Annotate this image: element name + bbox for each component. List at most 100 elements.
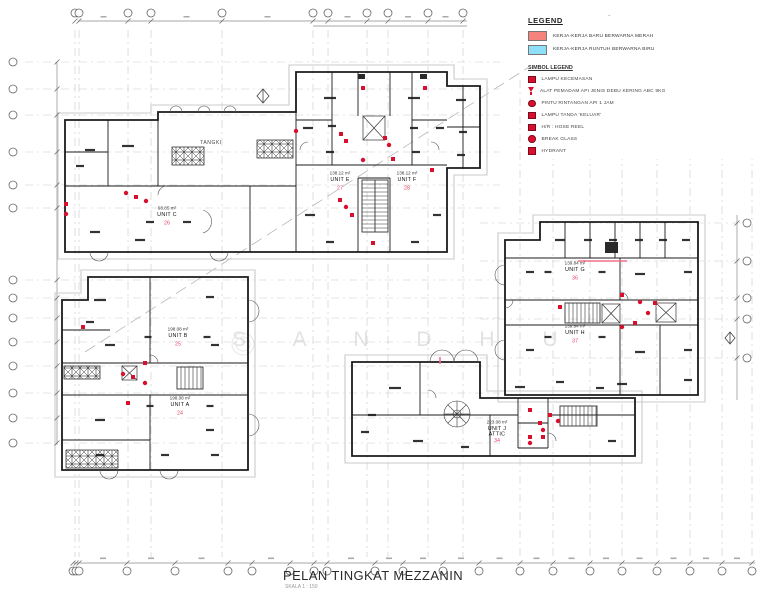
room-label-mark — [635, 272, 645, 276]
title-block: PELAN TINGKAT MEZZANIN SKALA 1 : 150 — [283, 568, 463, 590]
building-walls — [61, 71, 699, 471]
grid-bubble — [548, 566, 558, 576]
bay-windows — [89, 105, 629, 480]
spiral-staircase — [443, 400, 471, 428]
legend-symbol-label: ALAT PEMADAM API JENIS DEBU KERING ABC 9… — [540, 88, 666, 94]
plan-text: 138.12 m² — [330, 171, 351, 176]
drawing-title: PELAN TINGKAT MEZZANIN — [283, 568, 463, 583]
fire-symbol — [63, 211, 69, 217]
staircase — [361, 179, 389, 233]
grid-bubble — [685, 566, 695, 576]
grid-bubble — [8, 180, 18, 190]
room-label-mark — [211, 343, 219, 347]
legend-symbol-label: HYDRANT — [541, 148, 567, 154]
room-label-mark — [326, 240, 334, 244]
grid-bubble — [423, 8, 433, 18]
fire-symbol — [134, 195, 138, 199]
plan-text: 24 — [177, 411, 183, 417]
elevator-shaft — [601, 303, 621, 324]
legend-color-label: KERJA-KERJA RUNTUH BERWARNA BIRU — [553, 47, 655, 52]
plan-text: 27 — [337, 186, 343, 192]
fire-symbol — [620, 293, 624, 297]
fire-symbol — [339, 132, 343, 136]
room-label-mark — [596, 386, 604, 390]
fire-symbol — [528, 408, 532, 412]
fire-symbol — [558, 305, 562, 309]
legend-symbol-label: BREAK GLASS — [541, 136, 578, 142]
fire-symbol — [360, 157, 366, 163]
fire-symbol — [633, 321, 637, 325]
room-label-mark — [76, 164, 84, 168]
room-label-mark — [303, 126, 313, 130]
fire-symbol — [528, 435, 532, 439]
circle-symbol-icon — [528, 99, 536, 108]
room-label-mark — [555, 238, 565, 242]
grid-bubble — [217, 8, 227, 18]
plan-text: UNIT G — [565, 267, 585, 273]
elevator-shaft — [362, 115, 386, 141]
grid-bubble — [8, 147, 18, 157]
room-label-mark — [412, 150, 420, 154]
fire-symbol — [619, 324, 625, 330]
grid-bubble — [742, 293, 752, 303]
grid-bubble — [362, 8, 372, 18]
staircase — [176, 366, 204, 390]
room-label-mark — [206, 295, 214, 299]
fire-symbol — [637, 299, 643, 305]
grid-bubble — [8, 275, 18, 285]
watermark-logo — [231, 332, 255, 356]
legend-color-label: KERJA-KERJA BARU BERWARNA MERAH — [553, 33, 654, 39]
room-label-mark — [361, 430, 369, 434]
room-label-mark — [105, 343, 115, 347]
plan-text: 28 — [404, 186, 410, 192]
drawing-scale: SKALA 1 : 150 — [285, 584, 318, 590]
room-label-mark — [598, 270, 606, 274]
plan-text: UNIT C — [157, 212, 177, 218]
room-label-mark — [161, 453, 169, 457]
plan-text: 198.08 m² — [170, 396, 191, 401]
plan-text: 37 — [572, 339, 578, 345]
grid-bubble — [8, 57, 18, 67]
fire-symbol — [123, 190, 129, 196]
square-symbol-icon — [528, 111, 536, 120]
fire-symbol — [548, 413, 552, 417]
legend-symbol-row: ALAT PEMADAM API JENIS DEBU KERING ABC 9… — [528, 87, 762, 96]
room-label-mark — [389, 386, 401, 390]
fire-symbol — [143, 361, 147, 365]
room-label-mark — [544, 270, 552, 274]
square-symbol-icon — [528, 123, 536, 132]
grid-bubble — [8, 388, 18, 398]
room-label-mark — [459, 130, 467, 134]
fire-symbol — [293, 128, 299, 134]
fire-symbol — [361, 86, 365, 90]
grid-bubble — [652, 566, 662, 576]
room-label-mark — [86, 320, 94, 324]
grid-bubble — [8, 438, 18, 448]
plan-text: 26 — [164, 221, 170, 227]
grid-bubble — [742, 256, 752, 266]
grid-bubble — [515, 566, 525, 576]
fire-symbol — [344, 139, 348, 143]
legend-symbol-row: PINTU RINTANGAN API 1 JAM — [528, 99, 762, 108]
room-label-mark — [457, 153, 465, 157]
legend-color-swatch — [528, 44, 547, 55]
room-label-mark — [544, 335, 552, 339]
grid-bubble — [285, 566, 295, 576]
grid-bubble — [8, 203, 18, 213]
room-label-mark — [206, 404, 214, 408]
fire-symbol — [653, 301, 657, 305]
legend-color-row: KERJA-KERJA BARU BERWARNA MERAH — [528, 31, 762, 41]
room-label-mark — [684, 270, 692, 274]
room-label-mark — [94, 298, 106, 302]
fire-symbol — [143, 198, 149, 204]
fire-symbol — [645, 310, 651, 316]
legend-symbol-label: LAMPU TANDA 'KELUAR' — [541, 112, 602, 118]
door-arcs — [149, 141, 629, 442]
room-label-mark — [526, 348, 534, 352]
room-label-mark — [85, 148, 95, 152]
plan-text: 198.08 m² — [168, 327, 189, 332]
room-label-mark — [211, 453, 219, 457]
room-label-mark — [324, 96, 336, 100]
